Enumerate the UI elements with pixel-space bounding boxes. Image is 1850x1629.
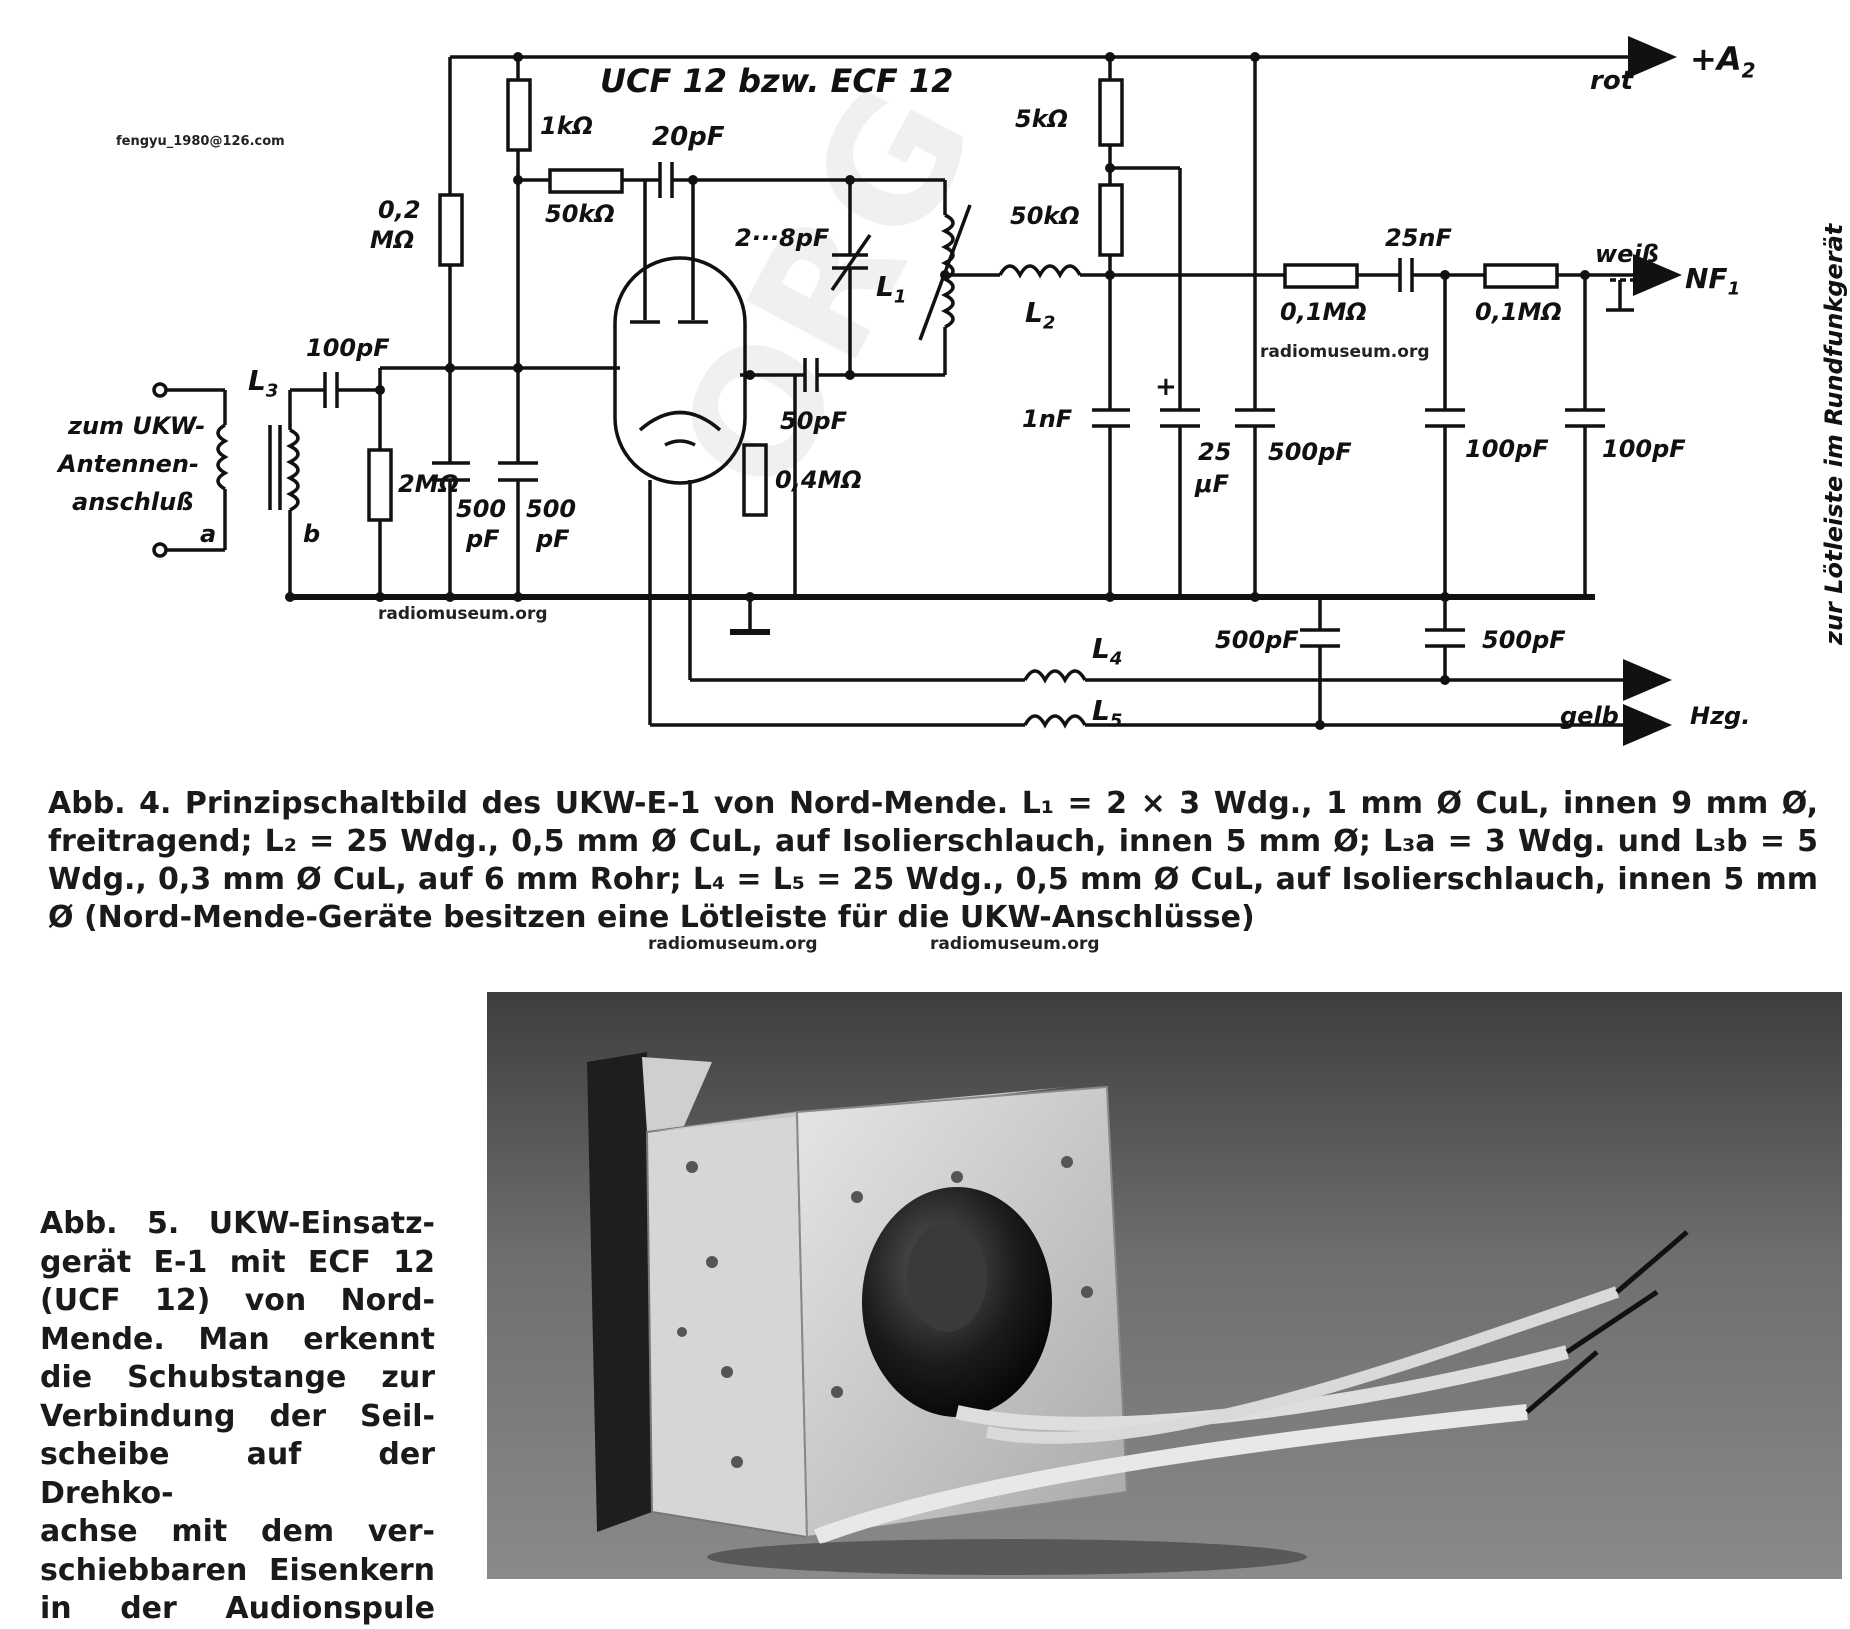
circuit-schematic <box>152 36 1682 746</box>
r50k-b-label: 50kΩ <box>1010 202 1080 230</box>
resistor-50k <box>548 168 624 194</box>
r04m-label: 0,4MΩ <box>775 466 862 494</box>
coil-l2 <box>998 264 1082 279</box>
nf1-subscript: 1 <box>1727 278 1741 300</box>
l3-label: L3 <box>248 364 278 402</box>
coil-l3a <box>216 423 229 491</box>
resistor-2m <box>367 448 393 522</box>
coil-l4 <box>1023 669 1087 684</box>
a2-label: +A <box>1690 40 1742 78</box>
figure-5-caption-line: Abb. 5. UKW-Einsatz- <box>40 1206 435 1241</box>
c25n-label: 25nF <box>1385 224 1452 252</box>
r1k-label: 1kΩ <box>540 112 594 140</box>
c100p-b-label: 100pF <box>1602 435 1686 463</box>
resistor-0-1m-a <box>1283 263 1359 289</box>
tube-type-label: UCF 12 bzw. ECF 12 <box>600 62 954 100</box>
gelb-label: gelb <box>1560 702 1619 730</box>
l5-subscript: 5 <box>1109 710 1123 732</box>
figure-5-caption: Abb. 5. UKW-Einsatz- gerät E-1 mit ECF 1… <box>40 1205 435 1629</box>
figure-5-caption-line: schiebbaren Eisenkern <box>40 1552 435 1588</box>
c25u-unit: μF <box>1195 470 1230 498</box>
a2-terminal-label: +A2 <box>1690 40 1756 82</box>
l4-letter: L <box>1092 632 1110 665</box>
plus-marker: + <box>1155 372 1177 402</box>
c50p-label: 50pF <box>780 407 847 435</box>
email-watermark: fengyu_1980@126.com <box>116 134 285 149</box>
c500a-unit: pF <box>466 525 500 553</box>
site-watermark-1: radiomuseum.org <box>1260 342 1430 362</box>
figure-5-caption-line: die Schubstange zur <box>40 1360 435 1395</box>
r02m-bot-label: MΩ <box>370 226 415 254</box>
l2-letter: L <box>1025 296 1043 329</box>
l1-subscript: 1 <box>893 286 907 308</box>
l2-subscript: 2 <box>1042 312 1056 334</box>
figure-5-caption-line: in der Audionspule <box>40 1591 435 1626</box>
resistor-1k <box>506 78 532 152</box>
resistor-50k-b <box>1098 183 1124 257</box>
r2m-label: 2MΩ <box>398 470 459 498</box>
a2-subscript: 2 <box>1741 58 1756 83</box>
site-watermark-3: radiomuseum.org <box>648 934 818 954</box>
nf1-label: NF1 <box>1685 262 1740 300</box>
c20p-label: 20pF <box>652 122 725 152</box>
r02m-top-label: 0,2 <box>378 196 421 224</box>
side-label: zur Lötleiste im Rundfunkgerät <box>1820 223 1848 645</box>
l3-subscript: 3 <box>265 380 279 402</box>
c1n-label: 1nF <box>1022 405 1073 433</box>
l5-label: L5 <box>1092 694 1122 732</box>
l2-label: L2 <box>1025 296 1055 334</box>
coil-l3b <box>286 428 300 512</box>
tap-b-label: b <box>303 520 321 548</box>
l5-letter: L <box>1092 694 1110 727</box>
resistor-0-4m <box>742 443 768 517</box>
r01m-a-label: 0,1MΩ <box>1280 298 1367 326</box>
c500c-label: 500pF <box>1268 438 1352 466</box>
weiss-label: weiß <box>1595 240 1659 268</box>
c100p-a-label: 100pF <box>1465 435 1549 463</box>
photo-ukw-unit <box>487 992 1842 1579</box>
figure-5-caption-line: achse mit dem ver- <box>40 1514 435 1549</box>
c500b-value: 500 <box>526 495 577 523</box>
hzg-label: Hzg. <box>1690 702 1751 730</box>
figure-5-caption-line: scheibe auf der Drehko- <box>40 1437 435 1511</box>
c500a-value: 500 <box>456 495 507 523</box>
c500e-label: 500pF <box>1482 626 1566 654</box>
r50k-label: 50kΩ <box>545 200 615 228</box>
figure-5-caption-line: Mende. Man erkennt <box>40 1321 435 1357</box>
c100p-input-label: 100pF <box>306 334 390 362</box>
resistor-0-2m <box>438 193 464 267</box>
c2-8p-label: 2···8pF <box>735 224 830 252</box>
l4-label: L4 <box>1092 632 1122 670</box>
resistor-5k <box>1098 78 1124 147</box>
figure-4-caption: Abb. 4. Prinzipschaltbild des UKW-E-1 vo… <box>48 786 1818 935</box>
antenna-label-3: anschluß <box>72 488 194 516</box>
antenna-label-1: zum UKW- <box>68 412 206 440</box>
tap-a-label: a <box>200 520 217 548</box>
rot-label: rot <box>1590 66 1634 96</box>
l3-letter: L <box>248 364 266 397</box>
figure-5-caption-line: (UCF 12) von Nord- <box>40 1283 435 1318</box>
coil-l1 <box>941 213 955 329</box>
tube-envelope <box>613 256 747 485</box>
antenna-label-2: Antennen- <box>58 450 199 478</box>
l1-letter: L <box>876 270 894 303</box>
c500b-unit: pF <box>536 525 570 553</box>
coil-l5 <box>1023 714 1087 729</box>
figure-5-caption-line: Verbindung der Seil- <box>40 1398 435 1434</box>
figure-5-caption-line: gerät E-1 mit ECF 12 <box>40 1244 435 1280</box>
l1-label: L1 <box>876 270 906 308</box>
l4-subscript: 4 <box>1109 648 1123 670</box>
resistor-0-1m-b <box>1483 263 1559 289</box>
site-watermark-2: radiomuseum.org <box>378 604 548 624</box>
site-watermark-4: radiomuseum.org <box>930 934 1100 954</box>
c500d-label: 500pF <box>1215 626 1299 654</box>
c25u-value: 25 <box>1198 438 1232 466</box>
nf1-letters: NF <box>1685 262 1728 295</box>
r01m-b-label: 0,1MΩ <box>1475 298 1562 326</box>
r5k-label: 5kΩ <box>1015 105 1069 133</box>
